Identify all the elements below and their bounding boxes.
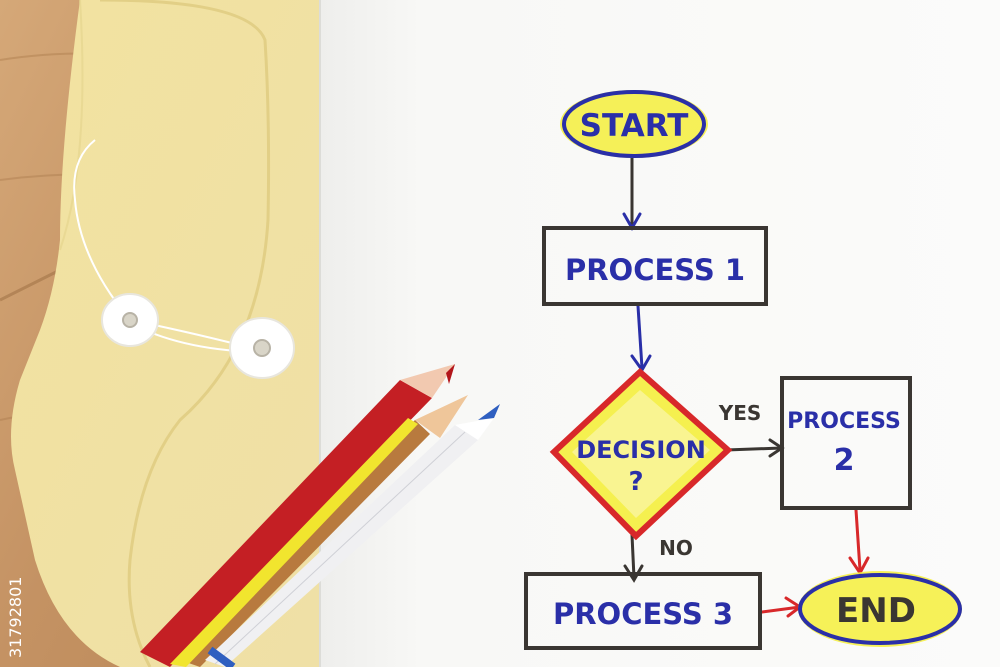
end-node: END [798, 571, 962, 647]
envelope-button-left [101, 293, 159, 347]
flowchart-connectors [622, 156, 870, 618]
arrow-process2-to-end [854, 508, 862, 572]
brown-pencil [170, 395, 468, 667]
process2-node: PROCESS 2 [780, 376, 912, 510]
decision-node: DECISION ? [549, 367, 733, 541]
decision-question: ? [628, 467, 643, 497]
arrow-process3-to-end [760, 605, 802, 614]
yes-label: YES [718, 401, 762, 425]
start-node: START [560, 90, 708, 158]
svg-text:31792801: 31792801 [6, 577, 25, 658]
arrow-process1-to-decision [636, 304, 644, 370]
arrow-decision-to-process3 [630, 533, 636, 580]
process3-node: PROCESS 3 [524, 572, 762, 650]
process3-label: PROCESS 3 [553, 597, 733, 631]
decision-label: DECISION [576, 436, 706, 464]
stock-id-watermark: 31792801 [6, 577, 25, 658]
white-marker [205, 404, 500, 667]
process1-label: PROCESS 1 [565, 253, 745, 287]
envelope [11, 0, 330, 667]
pencils [140, 364, 500, 667]
start-label: START [580, 108, 689, 144]
process2-number: 2 [834, 443, 855, 478]
no-label: NO [659, 536, 693, 560]
process2-label: PROCESS [787, 409, 901, 434]
arrow-decision-to-process2 [724, 446, 784, 452]
red-pencil [140, 364, 455, 667]
envelope-button-right [229, 317, 295, 379]
process1-node: PROCESS 1 [542, 226, 768, 306]
end-label: END [836, 591, 916, 631]
